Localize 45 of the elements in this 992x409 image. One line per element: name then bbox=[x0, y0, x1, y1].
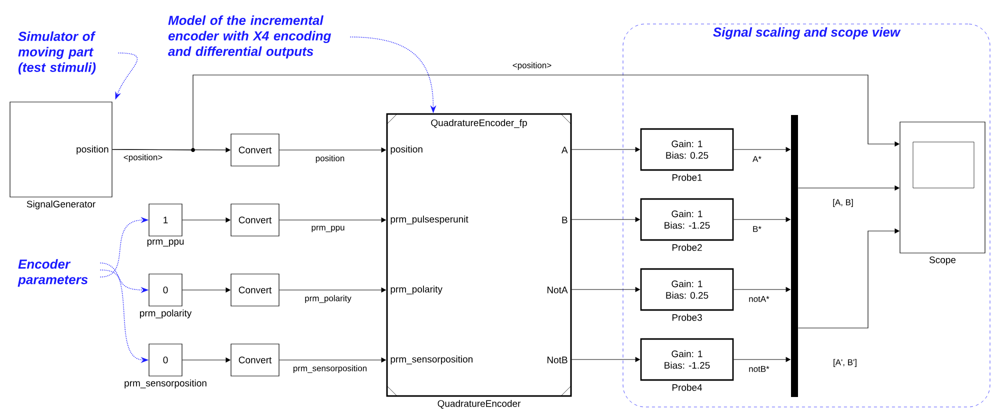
edge-label: B* bbox=[752, 225, 762, 233]
constant-block: 1 bbox=[148, 204, 182, 236]
edge-label: A* bbox=[752, 155, 762, 163]
gain-block: Gain: 1 Bias: -1.25 bbox=[640, 338, 734, 381]
convert-block: Convert bbox=[230, 204, 280, 236]
gain-block: Gain: 1 Bias: -1.25 bbox=[640, 198, 734, 241]
block-label: Scope bbox=[929, 256, 956, 266]
edge-label: position bbox=[314, 154, 346, 164]
convert-block: Convert bbox=[230, 134, 280, 166]
block-label: Probe4 bbox=[672, 384, 702, 391]
block-label: prm_sensorposition bbox=[124, 380, 206, 388]
annotation-text: Encoder parameters bbox=[18, 259, 88, 287]
block-label: prm_polarity bbox=[140, 310, 192, 318]
gain-block: Gain: 1 Bias: 0.25 bbox=[640, 268, 734, 311]
port-label: prm_polarity bbox=[390, 286, 442, 294]
convert-block: Convert bbox=[230, 274, 280, 306]
port-label: prm_pulsesperunit bbox=[390, 216, 468, 224]
port-label: NotA bbox=[547, 286, 568, 294]
edge-label: prm_ppu bbox=[310, 224, 346, 234]
block-label: Probe2 bbox=[672, 244, 702, 251]
edge-label: prm_sensorposition bbox=[292, 364, 368, 374]
edge-label: notB* bbox=[748, 365, 770, 373]
edge-label: [A, B] bbox=[832, 198, 854, 208]
edge-label: prm_polarity bbox=[304, 294, 352, 304]
edge-label: [A', B'] bbox=[832, 358, 858, 368]
edge-label: <position> bbox=[122, 153, 164, 163]
block-label: Probe3 bbox=[672, 314, 702, 321]
block-label: SignalGenerator bbox=[26, 200, 96, 210]
port-label: NotB bbox=[547, 356, 568, 364]
annotation-text: Simulator of moving part (test stimuli) bbox=[18, 31, 96, 75]
port-label: A bbox=[561, 146, 568, 154]
edge-label: <position> bbox=[511, 61, 553, 71]
gain-block: Gain: 1 Bias: 0.25 bbox=[640, 128, 734, 171]
block-label: prm_ppu bbox=[147, 240, 184, 247]
annotation-text: Model of the incremental encoder with X4 encoding and differential outputs bbox=[168, 15, 332, 59]
block-label: QuadratureEncoder bbox=[438, 400, 521, 409]
block-label: Probe1 bbox=[672, 174, 702, 181]
convert-block: Convert bbox=[230, 344, 280, 376]
port-label: prm_sensorposition bbox=[390, 356, 472, 364]
port-label: position bbox=[390, 146, 422, 154]
port-label: position bbox=[76, 146, 108, 154]
edge-label: notA* bbox=[748, 295, 770, 303]
constant-block: 0 bbox=[148, 274, 182, 306]
constant-block: 0 bbox=[148, 344, 182, 376]
port-label: B bbox=[562, 216, 568, 224]
